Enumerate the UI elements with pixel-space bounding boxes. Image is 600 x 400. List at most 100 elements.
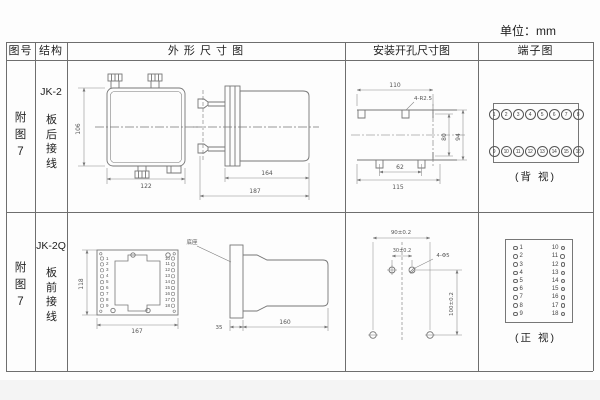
terminal-number: 4	[524, 109, 536, 120]
terminal-hole-icon	[513, 270, 518, 275]
dim-height: 106	[75, 123, 82, 135]
terminal-number: 15	[551, 286, 559, 293]
terminal-number: 14	[548, 146, 560, 157]
terminal-hole-icon	[560, 254, 565, 259]
terminal-item: 12	[552, 260, 565, 268]
terminal-holes-left	[99, 256, 104, 308]
terminal-hole-icon	[560, 278, 565, 284]
dim-depth-total: 187	[249, 188, 261, 195]
terminal-item: 4	[513, 269, 523, 277]
terminal-hole-icon	[560, 270, 565, 275]
terminal-number: 7	[106, 290, 109, 296]
relay-side-view	[193, 85, 319, 167]
terminal-number: 13	[551, 269, 559, 276]
terminal-number: 11	[512, 146, 524, 157]
terminal-hole-icon	[513, 295, 518, 300]
dim-span-inner: 30±0.2	[393, 248, 412, 254]
base-plate-front-view	[96, 249, 179, 316]
terminal-number: 2	[106, 261, 109, 267]
col-header-install: 安装开孔尺寸图	[373, 45, 450, 57]
grid-line	[35, 42, 36, 371]
terminal-item: 17	[552, 302, 565, 310]
terminal-number: 14	[551, 277, 559, 284]
terminal-number: 3	[519, 261, 523, 268]
terminal-hole-icon	[560, 286, 565, 292]
terminal-item: 5	[513, 277, 523, 285]
dim-span-bottom: 115	[392, 184, 404, 191]
terminal-number: 11	[165, 261, 170, 267]
dim-holes: 4-Φ5	[436, 253, 450, 259]
unit-label: 单位：mm	[500, 24, 556, 38]
terminal-hole-icon	[513, 286, 518, 292]
terminal-number: 12	[524, 146, 536, 157]
terminal-number: 4	[519, 269, 523, 276]
grid-line	[6, 42, 7, 371]
dimension-lines	[356, 88, 467, 184]
terminal-number: 12	[551, 261, 559, 268]
dim-span-inner: 62	[396, 164, 404, 171]
row1-wiring: 板后接线	[46, 114, 57, 170]
terminal-item: 3	[513, 260, 523, 268]
terminal-item: 16	[552, 293, 565, 301]
terminal-number: 12	[164, 267, 170, 273]
row1-outline-drawing: 106 122 164 187	[75, 73, 319, 200]
terminal-number: 14	[164, 279, 170, 285]
row2-model: JK-2Q	[36, 240, 66, 252]
dim-height: 100±0.2	[449, 292, 455, 316]
dim-width: 122	[140, 183, 152, 190]
terminal-number: 10	[164, 255, 170, 261]
terminal-item: 1	[513, 244, 523, 252]
terminal-number: 3	[106, 267, 109, 273]
grid-line	[6, 371, 593, 372]
terminal-number: 8	[106, 296, 109, 302]
terminal-number: 2	[519, 253, 523, 260]
terminal-number: 15	[164, 284, 170, 290]
dim-span-top: 110	[389, 82, 401, 89]
terminal-hole-icon	[513, 303, 518, 308]
terminal-number: 18	[551, 310, 559, 317]
dim-depth-body: 164	[261, 170, 273, 177]
dim-height: 118	[78, 278, 85, 290]
terminal-bolt-icon	[197, 143, 225, 154]
row2-wiring: 板前接线	[46, 267, 57, 323]
col-header-outline: 外 形 尺 寸 图	[167, 45, 245, 57]
terminal-item: 14	[552, 277, 565, 285]
terminal-number: 5	[536, 109, 548, 120]
row2-fig-no: 附图7	[14, 262, 27, 308]
base-label: 底座	[186, 238, 198, 246]
terminal-item: 6	[513, 285, 523, 293]
terminal-hole-icon	[560, 245, 565, 251]
terminal-number: 13	[536, 146, 548, 157]
terminal-number: 3	[512, 109, 524, 120]
row1-install-drawing: 110 4-R2.5 80 94 62 115	[351, 82, 467, 191]
terminal-number: 1	[106, 255, 109, 261]
terminal-number: 5	[106, 279, 109, 285]
dim-height-inner: 80	[441, 133, 448, 141]
terminal-hole-icon	[513, 311, 518, 317]
terminal-number: 7	[519, 294, 523, 301]
row1-model: JK-2	[40, 86, 62, 98]
terminal-hole-icon	[560, 262, 565, 267]
dimension-lines	[82, 249, 329, 331]
terminal-item: 2	[513, 252, 523, 260]
col-header-fig-no: 图号	[8, 45, 33, 57]
terminal-number: 1	[519, 245, 523, 252]
grid-line	[345, 42, 346, 371]
grid-line	[6, 42, 593, 43]
terminal-number: 4	[106, 273, 109, 279]
terminal-number: 17	[551, 302, 559, 309]
terminal-number: 9	[106, 302, 109, 308]
terminal-number: 5	[519, 277, 523, 284]
page-bottom-shade	[0, 380, 600, 400]
terminal-number: 15	[560, 146, 572, 157]
terminal-number: 13	[164, 273, 170, 279]
terminal-item: 13	[552, 269, 565, 277]
terminal-holes-right	[171, 256, 176, 308]
terminal-hole-icon	[513, 262, 518, 267]
relay-front-view	[95, 73, 199, 179]
dim-span-top: 90±0.2	[391, 230, 411, 236]
